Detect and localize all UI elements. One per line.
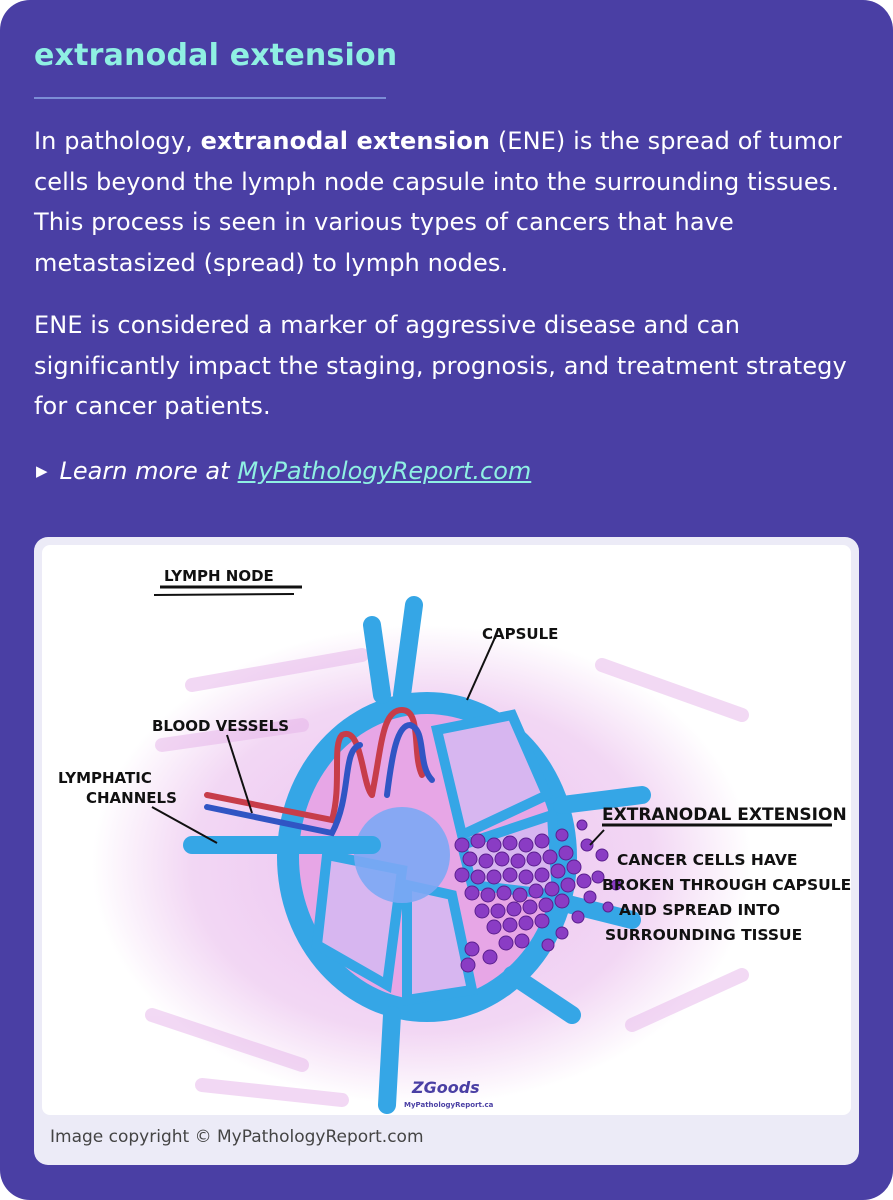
paragraph-significance: ENE is considered a marker of aggressive…	[34, 305, 859, 427]
definition-prefix: In pathology,	[34, 127, 201, 155]
learn-more-prefix: Learn more at	[60, 455, 230, 487]
label-lymph-node: LYMPH NODE	[164, 567, 274, 585]
lymph-node-illustration: LYMPH NODE CAPSULE BLOOD VESSELS LYMPHAT…	[42, 545, 851, 1115]
label-capsule: CAPSULE	[482, 625, 558, 643]
label-note-4: SURROUNDING TISSUE	[605, 926, 802, 944]
caret-right-icon: ▶	[36, 455, 48, 487]
label-ene: EXTRANODAL EXTENSION	[602, 805, 847, 825]
definition-term: extranodal extension	[201, 127, 490, 155]
label-lymphatic-2: CHANNELS	[86, 789, 177, 807]
learn-more-row: ▶ Learn more at MyPathologyReport.com	[34, 455, 859, 487]
label-note-2: BROKEN THROUGH CAPSULE	[602, 876, 851, 894]
title-divider	[34, 97, 386, 99]
label-note-3: AND SPREAD INTO	[619, 901, 780, 919]
hilum	[354, 807, 450, 903]
artist-signature: ZGoods	[411, 1078, 480, 1097]
paragraph-definition: In pathology, extranodal extension (ENE)…	[34, 121, 859, 283]
artist-signature-sub: MyPathologyReport.ca	[404, 1101, 494, 1109]
label-blood-vessels: BLOOD VESSELS	[152, 717, 289, 735]
label-note-1: CANCER CELLS HAVE	[617, 851, 797, 869]
label-lymphatic-1: LYMPHATIC	[58, 769, 152, 787]
learn-more-link[interactable]: MyPathologyReport.com	[238, 455, 532, 487]
illustration-figure: LYMPH NODE CAPSULE BLOOD VESSELS LYMPHAT…	[34, 537, 859, 1165]
image-caption: Image copyright © MyPathologyReport.com	[50, 1127, 424, 1147]
illustration-image: LYMPH NODE CAPSULE BLOOD VESSELS LYMPHAT…	[42, 545, 851, 1115]
card-title: extranodal extension	[34, 38, 859, 74]
